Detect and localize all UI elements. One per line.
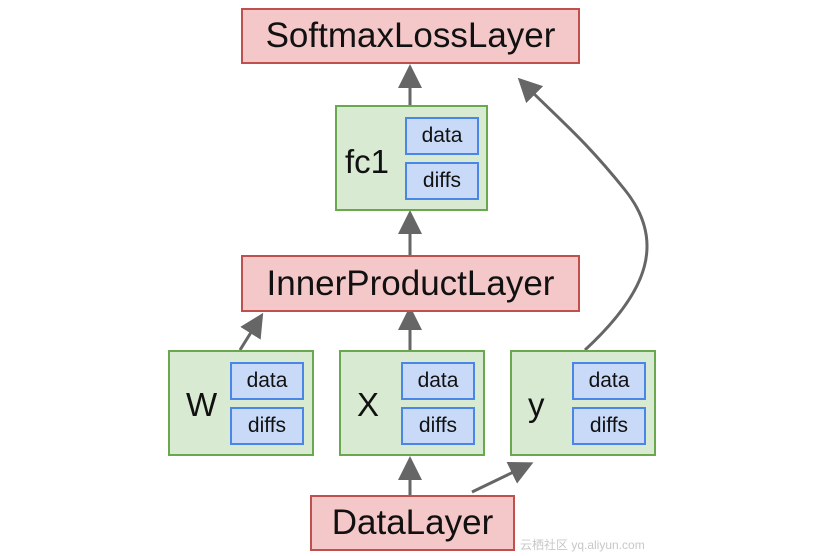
blob-w: W data diffs — [168, 350, 314, 456]
blob-y-data-field: data — [572, 362, 646, 400]
inner-product-layer-label: InnerProductLayer — [266, 263, 555, 303]
blob-fc1: fc1 data diffs — [335, 105, 488, 211]
blob-w-label: W — [186, 386, 218, 423]
arrow-w-to-innerproduct — [238, 312, 264, 351]
data-layer: DataLayer — [310, 495, 515, 551]
blob-y-diffs-field: diffs — [572, 407, 646, 445]
blob-w-diffs-field: diffs — [230, 407, 304, 445]
blob-x-data-field: data — [401, 362, 475, 400]
blob-fc1-label: fc1 — [345, 143, 390, 180]
softmax-loss-layer-label: SoftmaxLossLayer — [265, 16, 556, 55]
watermark: 云栖社区 yq.aliyun.com — [520, 538, 645, 552]
inner-product-layer: InnerProductLayer — [241, 255, 580, 312]
blob-fc1-diffs-field: diffs — [405, 162, 479, 200]
blob-x-diffs-field: diffs — [401, 407, 475, 445]
blob-x: X data diffs — [339, 350, 485, 456]
blob-fc1-data-field: data — [405, 117, 479, 155]
blob-w-data-field: data — [230, 362, 304, 400]
softmax-loss-layer: SoftmaxLossLayer — [241, 8, 580, 64]
data-layer-label: DataLayer — [331, 503, 494, 542]
arrow-y-to-softmax — [517, 77, 649, 352]
blob-x-label: X — [357, 386, 380, 423]
blob-y-label: y — [528, 386, 545, 423]
blob-y: y data diffs — [510, 350, 656, 456]
arrow-datalayer-to-y — [471, 462, 534, 494]
